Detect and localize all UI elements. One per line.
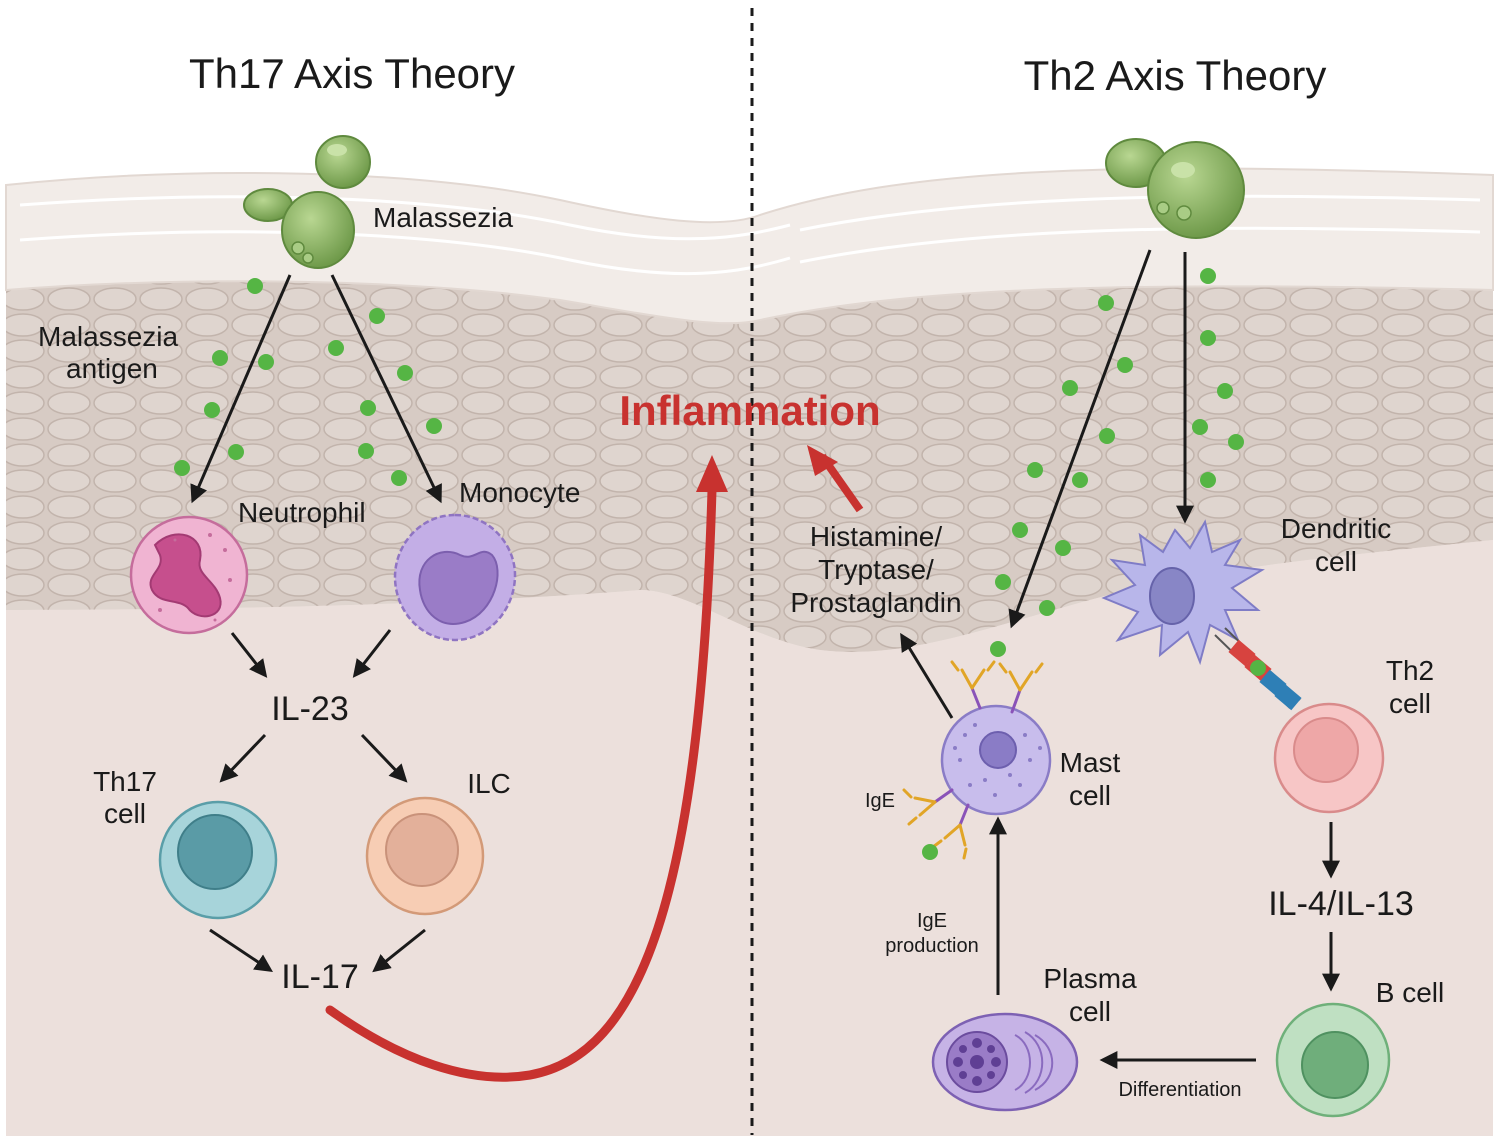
ige-production-label-1: IgE bbox=[917, 910, 947, 932]
ilc-label: ILC bbox=[467, 768, 511, 799]
arrow-to-mast-cell bbox=[1008, 249, 1152, 629]
antigen-dots-right bbox=[990, 268, 1244, 657]
mediators-label-3: Prostaglandin bbox=[790, 587, 961, 618]
neutrophil-label: Neutrophil bbox=[238, 497, 366, 528]
differentiation-label: Differentiation bbox=[1118, 1079, 1241, 1101]
arrow-il23-ilc bbox=[360, 733, 408, 783]
left-panel-title: Th17 Axis Theory bbox=[189, 50, 515, 97]
malassezia-label: Malassezia bbox=[373, 202, 513, 233]
malassezia-yeast-icon bbox=[1105, 138, 1245, 239]
mast-cell-label-2: cell bbox=[1069, 780, 1111, 811]
bound-antigen-dot bbox=[922, 844, 938, 860]
b-cell-icon bbox=[1275, 1002, 1391, 1118]
arrow-th17-il17 bbox=[209, 928, 273, 972]
mediators-label-2: Tryptase/ bbox=[818, 554, 934, 585]
plasma-cell-label-1: Plasma bbox=[1043, 963, 1137, 994]
malassezia-antigen-label-1: Malassezia bbox=[38, 321, 178, 352]
receptor-complex-icon bbox=[1214, 627, 1302, 711]
b-cell-label: B cell bbox=[1376, 977, 1444, 1008]
ige-antibody-icon bbox=[902, 660, 1044, 860]
inflammation-label: Inflammation bbox=[619, 387, 880, 434]
th17-cell-icon bbox=[158, 800, 278, 920]
right-panel-title: Th2 Axis Theory bbox=[1024, 52, 1327, 99]
arrow-neutrophil-il23 bbox=[230, 632, 268, 678]
malassezia-antigen-label-2: antigen bbox=[66, 353, 158, 384]
il17-label: IL-17 bbox=[281, 958, 359, 996]
malassezia-yeast-icon bbox=[243, 135, 371, 269]
arrow-monocyte-il23 bbox=[352, 629, 392, 678]
plasma-cell-label-2: cell bbox=[1069, 996, 1111, 1027]
plasma-cell-icon bbox=[931, 1012, 1079, 1112]
ige-label: IgE bbox=[865, 790, 895, 812]
antigen-dots-left bbox=[174, 278, 442, 486]
th17-cell-label-1: Th17 bbox=[93, 766, 157, 797]
dendritic-cell-label-1: Dendritic bbox=[1281, 513, 1391, 544]
mast-cell-label-1: Mast bbox=[1060, 747, 1121, 778]
arrow-ilc-il17 bbox=[372, 928, 426, 973]
th2-cell-label-1: Th2 bbox=[1386, 655, 1434, 686]
ige-production-label-2: production bbox=[885, 935, 978, 957]
arrow-mast-mediators bbox=[900, 632, 954, 719]
inflammation-arrow-head bbox=[696, 455, 728, 492]
arrow-to-neutrophil bbox=[190, 274, 292, 504]
th17-cell-label-2: cell bbox=[104, 798, 146, 829]
monocyte-label: Monocyte bbox=[459, 477, 580, 508]
dendritic-cell-label-2: cell bbox=[1315, 546, 1357, 577]
monocyte-icon bbox=[393, 513, 517, 642]
mediators-label-1: Histamine/ bbox=[810, 521, 942, 552]
dendritic-cell-icon bbox=[1101, 519, 1265, 666]
th2-cell-label-2: cell bbox=[1389, 688, 1431, 719]
mediator-arrow-head bbox=[807, 445, 838, 476]
inflammation-arrow-curve bbox=[325, 485, 717, 1082]
mast-cell-icon bbox=[940, 704, 1052, 816]
il23-label: IL-23 bbox=[271, 690, 349, 728]
il4-il13-label: IL-4/IL-13 bbox=[1268, 885, 1414, 923]
th2-cell-icon bbox=[1273, 702, 1385, 814]
neutrophil-icon bbox=[129, 515, 249, 635]
arrow-il23-th17 bbox=[219, 733, 267, 783]
arrow-to-monocyte bbox=[330, 274, 442, 504]
ilc-icon bbox=[365, 796, 485, 916]
